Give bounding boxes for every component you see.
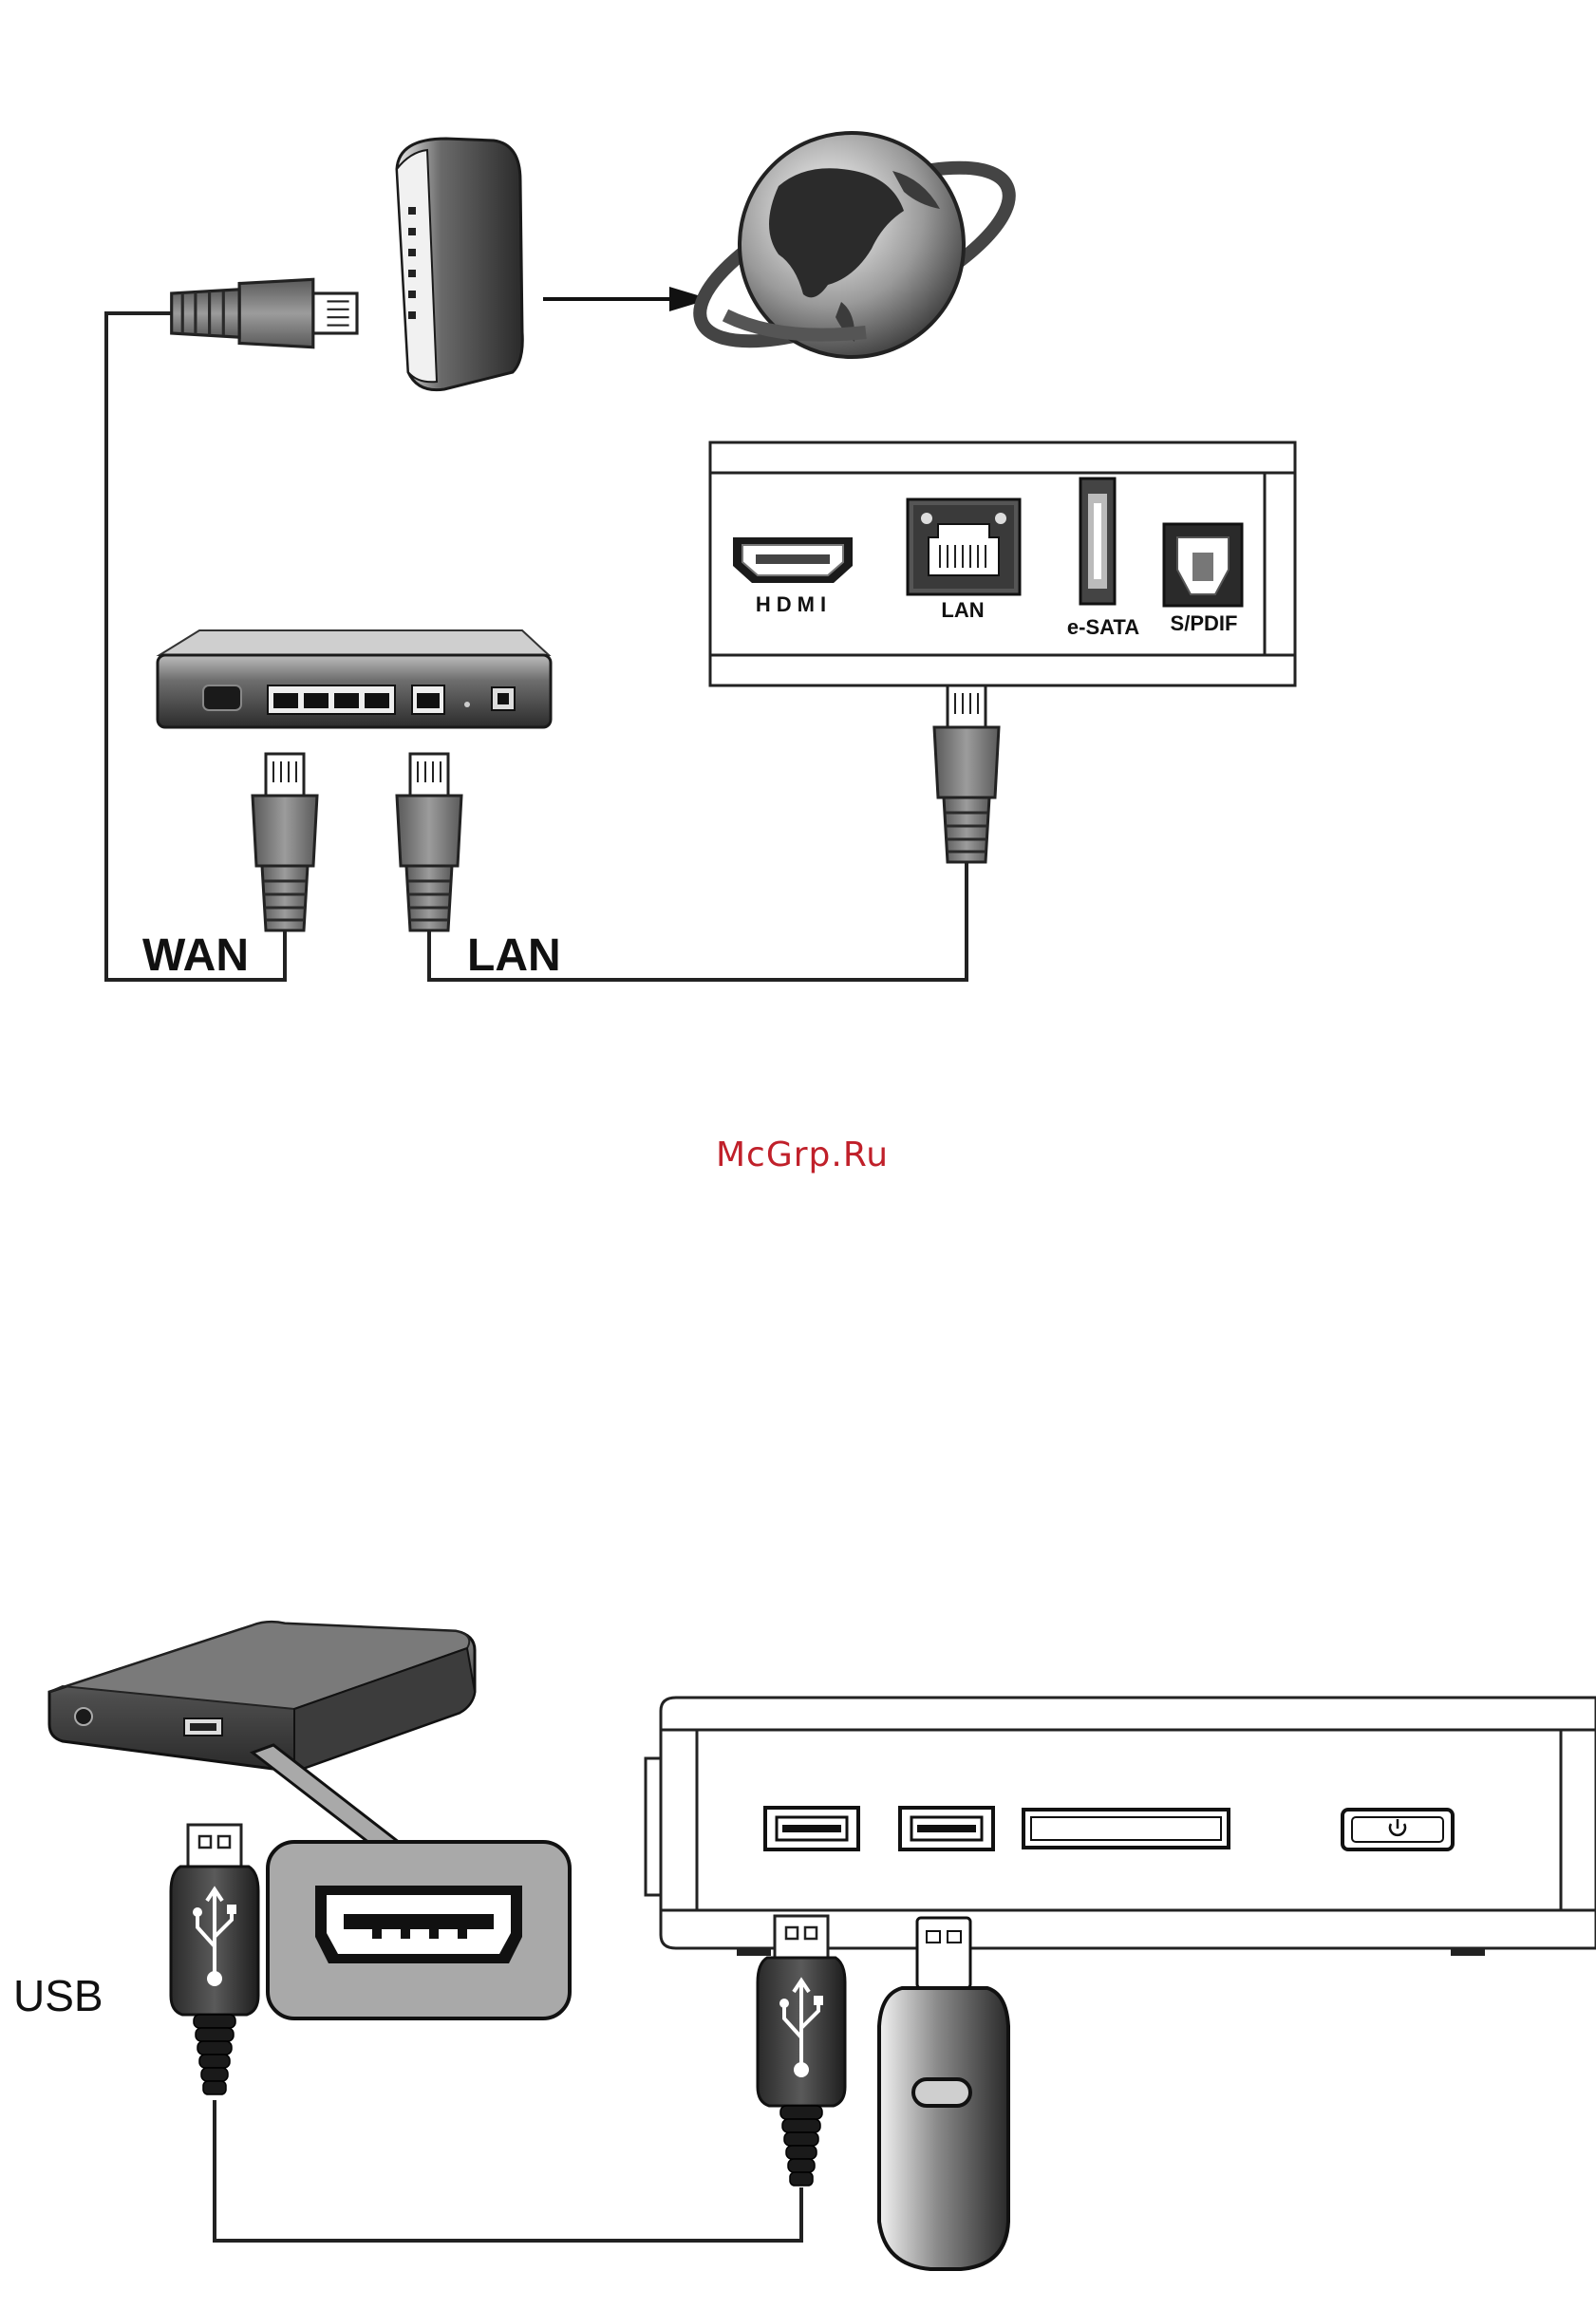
usb-cable <box>215 2100 801 2241</box>
network-diagram: HDMI LAN e-SATA <box>106 133 1295 981</box>
usb-plug-icon <box>171 1825 258 2094</box>
lan-label: LAN <box>467 930 561 981</box>
spdif-port: S/PDIF <box>1164 524 1242 635</box>
arrow-icon <box>543 287 710 311</box>
globe-icon <box>678 133 1031 376</box>
rj45-plug-icon <box>934 685 999 862</box>
rj45-plug-icon <box>397 754 461 930</box>
usb-port-front-2 <box>900 1808 993 1849</box>
wan-label: WAN <box>142 930 249 981</box>
watermark: McGrp.Ru <box>716 1136 889 1174</box>
usb-plug-icon <box>758 1916 845 2186</box>
rj45-plug-icon <box>253 754 317 930</box>
lan-port-label: LAN <box>941 598 984 622</box>
usb-diagram: USB <box>13 1622 1596 2269</box>
usb-port-front-1 <box>765 1808 858 1849</box>
usb-flash-drive-icon <box>879 1918 1008 2269</box>
modem-icon <box>397 139 522 390</box>
usb-port-callout <box>253 1745 570 2018</box>
usb-label: USB <box>13 1971 103 2020</box>
power-button <box>1343 1810 1453 1849</box>
hdmi-label: HDMI <box>756 592 832 616</box>
rj45-plug-icon <box>172 279 357 347</box>
esata-label: e-SATA <box>1067 615 1139 639</box>
card-reader-slot <box>1023 1810 1229 1848</box>
router-icon <box>158 630 551 727</box>
spdif-label: S/PDIF <box>1171 611 1238 635</box>
